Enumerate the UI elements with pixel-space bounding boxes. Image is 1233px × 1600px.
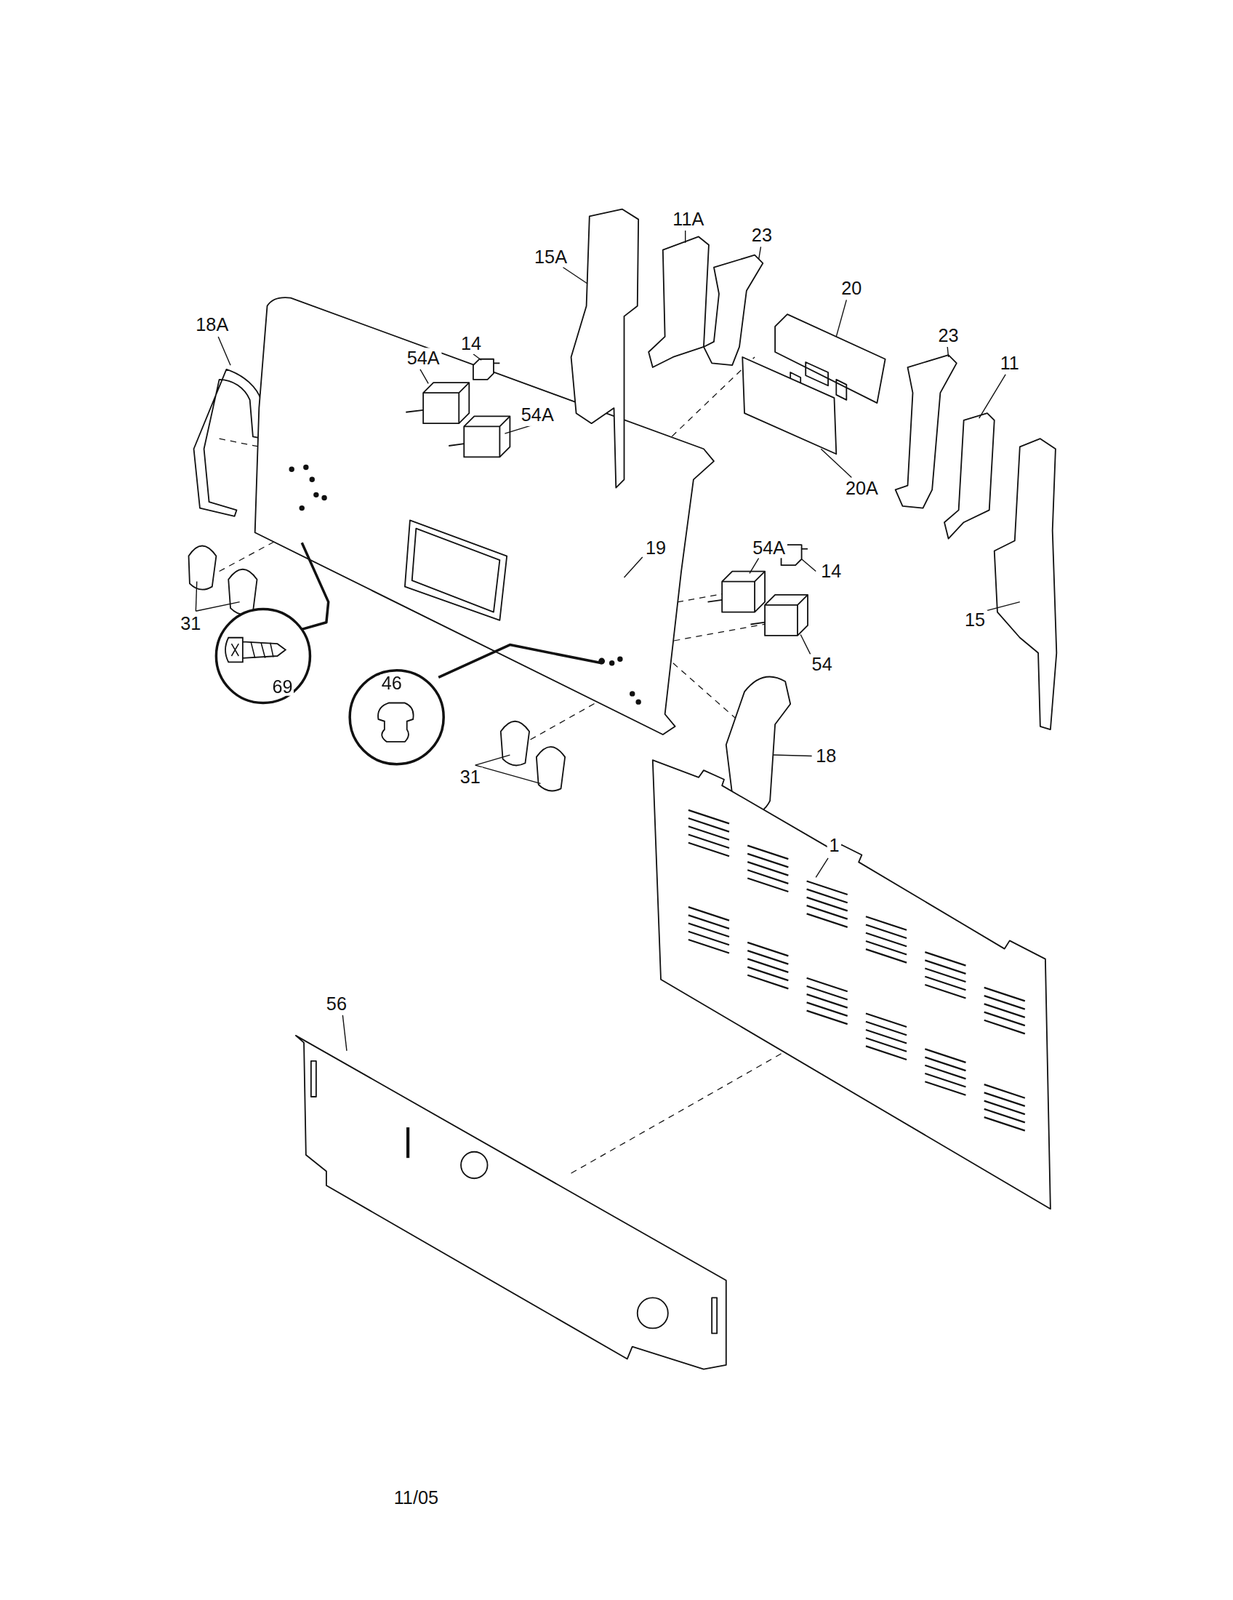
vent-slots (688, 809, 1026, 1131)
callout-number: 56 (324, 993, 349, 1014)
back-panel (652, 759, 1051, 1209)
mounting-bracket (895, 354, 957, 508)
callout-number: 31 (178, 612, 203, 634)
callout-number: 23 (936, 324, 962, 346)
plate-hole (460, 1151, 488, 1178)
callout-number: 23 (749, 225, 775, 246)
knob (189, 545, 566, 791)
callout-number: 18 (813, 745, 839, 766)
callout-number: 11 (998, 352, 1022, 373)
detail-circle-outline (214, 607, 313, 706)
overlay-plate (742, 356, 837, 454)
side-bracket (994, 438, 1058, 730)
infinite-switch (405, 382, 808, 636)
insulation-sheet (944, 412, 995, 539)
callout-number: 15A (532, 246, 570, 267)
callout-number: 19 (643, 537, 669, 558)
plate-mark (406, 1126, 410, 1158)
side-bracket (571, 209, 640, 488)
callout-number: 20A (843, 478, 881, 499)
plate-hole (637, 1296, 669, 1328)
callout-number: 31 (458, 766, 483, 788)
callout-number: 18A (194, 314, 232, 335)
callout-number: 11A (671, 209, 707, 230)
display-window (404, 519, 507, 620)
callout-number: 54 (809, 653, 835, 674)
rear-plate (295, 1035, 727, 1369)
plate-slot (311, 1060, 317, 1097)
callout-number: 15 (962, 609, 988, 631)
plate-slot (711, 1296, 717, 1333)
detail-circle: 69 (214, 607, 313, 706)
callout-number: 54A (750, 537, 788, 558)
callout-number: 14 (458, 333, 484, 355)
callout-number: 69 (271, 676, 294, 696)
callout-number: 46 (380, 673, 403, 693)
control-panel (255, 297, 714, 735)
callout-number: 14 (818, 561, 844, 582)
end-cap (194, 369, 264, 517)
mounting-bracket (703, 255, 763, 366)
callout-number: 1 (827, 835, 842, 856)
callout-number: 54A (519, 404, 557, 426)
callout-number: 54A (404, 347, 443, 368)
date-code: 11/05 (391, 1486, 441, 1508)
leader-lines (195, 230, 1020, 1051)
panel-holes (289, 465, 641, 704)
insulation-sheet (648, 236, 709, 368)
callout-number: 20 (838, 278, 864, 299)
detail-circle: 46 (347, 668, 446, 767)
display-window (412, 528, 501, 613)
